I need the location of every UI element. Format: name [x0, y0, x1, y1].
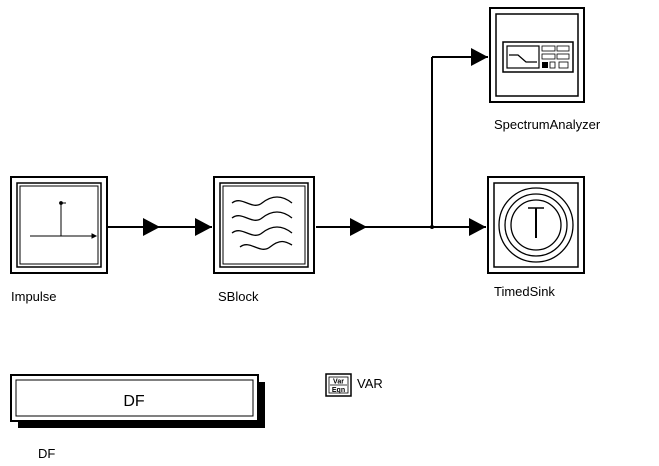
- timedsink-label: TimedSink: [494, 284, 555, 299]
- filter-wave-icon: [231, 196, 293, 250]
- var-icon-bottom: Eqn: [332, 387, 345, 394]
- arrow-sblock-in: [195, 218, 212, 236]
- var-eqn-icon[interactable]: Var Eqn: [325, 373, 352, 397]
- impulse-block[interactable]: [10, 176, 108, 274]
- timer-dial-icon: [498, 187, 574, 263]
- wires: [107, 56, 488, 228]
- spectrum-analyzer-icon: [502, 41, 574, 73]
- var-label: VAR: [357, 376, 383, 391]
- var-icon-top: Var: [333, 379, 344, 386]
- df-label: DF: [38, 446, 56, 461]
- spectrum-analyzer-block[interactable]: [489, 7, 585, 103]
- sblock-block[interactable]: [213, 176, 315, 274]
- arrow-spectrum-in: [471, 48, 488, 66]
- df-box-text: DF: [123, 393, 145, 410]
- impulse-icon: [30, 201, 98, 239]
- arrow-impulse-out: [143, 218, 160, 236]
- arrow-sblock-out: [350, 218, 367, 236]
- wire-junction-dot: [430, 225, 434, 229]
- arrowheads: [143, 48, 488, 236]
- spectrum-analyzer-label: SpectrumAnalyzer: [494, 117, 601, 132]
- arrow-timedsink-in: [469, 218, 486, 236]
- df-controller-block[interactable]: DF: [10, 374, 265, 428]
- impulse-label: Impulse: [11, 289, 57, 304]
- sblock-label: SBlock: [218, 289, 259, 304]
- timedsink-block[interactable]: [487, 176, 585, 274]
